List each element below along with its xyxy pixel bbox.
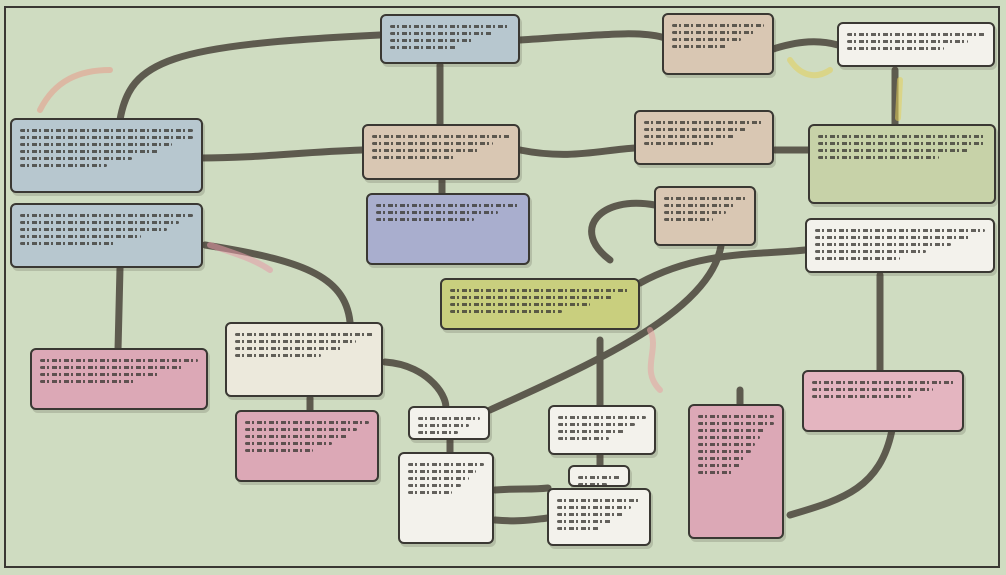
diagram-node-9 [366, 193, 530, 265]
connector [636, 246, 809, 287]
accent-stroke [37, 67, 113, 113]
accent-stroke [787, 57, 833, 79]
connector [491, 484, 552, 494]
diagram-node-15 [802, 370, 964, 432]
diagram-node-5 [10, 203, 203, 268]
diagram-node-21 [547, 488, 651, 546]
diagram-node-17 [408, 406, 490, 440]
diagram-node-20 [568, 465, 630, 487]
diagram-node-6 [362, 124, 520, 180]
connector [381, 358, 450, 414]
connector [491, 514, 552, 525]
accent-stroke [895, 77, 903, 121]
diagram-node-18 [548, 405, 656, 455]
diagram-node-22 [688, 404, 784, 539]
connector [786, 426, 896, 519]
accent-stroke [207, 242, 273, 273]
connector [116, 31, 384, 124]
connector [486, 216, 726, 414]
diagram-node-4 [10, 118, 203, 193]
diagram-node-8 [808, 124, 996, 204]
diagram-node-1 [380, 14, 520, 64]
connector [588, 199, 659, 264]
connector [516, 144, 640, 158]
diagram-node-12 [440, 278, 640, 330]
connector [516, 30, 669, 44]
diagram-node-13 [225, 322, 383, 397]
diagram-node-11 [805, 218, 995, 273]
diagram-node-3 [837, 22, 995, 67]
diagram-node-16 [235, 410, 379, 482]
diagram-node-14 [30, 348, 208, 410]
diagram-node-7 [634, 110, 774, 165]
connector [196, 146, 366, 162]
diagram-node-10 [654, 186, 756, 246]
diagram-node-2 [662, 13, 774, 75]
diagram-node-19 [398, 452, 494, 544]
accent-stroke [647, 327, 663, 393]
connector [766, 38, 842, 54]
connector [114, 264, 124, 354]
connector [201, 241, 354, 326]
